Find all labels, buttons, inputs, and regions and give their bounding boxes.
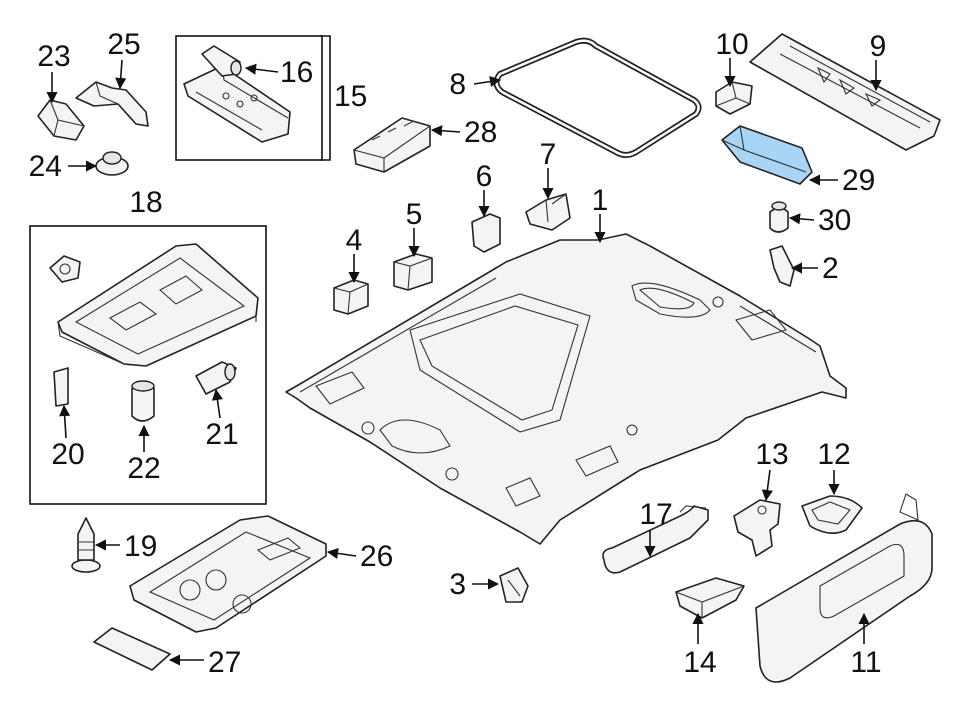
callout-3: 3 bbox=[449, 568, 466, 601]
bulb-16-part[interactable] bbox=[201, 45, 242, 77]
callout-16: 16 bbox=[280, 56, 313, 89]
visor-trim-part[interactable] bbox=[749, 33, 941, 151]
hook-13-part[interactable] bbox=[733, 499, 781, 557]
group-box-18 bbox=[29, 225, 267, 505]
clip-30-part[interactable] bbox=[769, 201, 789, 233]
callout-19: 19 bbox=[124, 530, 157, 563]
group-box-15 bbox=[175, 35, 323, 161]
tray-14-part[interactable] bbox=[675, 577, 745, 619]
pushpin-19-part[interactable] bbox=[71, 517, 101, 573]
callout-28: 28 bbox=[464, 116, 497, 149]
callout-12: 12 bbox=[817, 438, 850, 471]
callout-27: 27 bbox=[208, 646, 241, 679]
pad-5-part[interactable] bbox=[393, 253, 433, 291]
lamp-assembly-15-part[interactable] bbox=[183, 65, 291, 143]
pad-4-part[interactable] bbox=[333, 279, 369, 315]
callout-24: 24 bbox=[29, 150, 62, 183]
clip-10-part[interactable] bbox=[715, 81, 753, 115]
console-26-part[interactable] bbox=[129, 515, 327, 633]
callout-25: 25 bbox=[107, 28, 140, 61]
callout-4: 4 bbox=[346, 224, 363, 257]
callout-5: 5 bbox=[406, 198, 423, 231]
fastener-24-part[interactable] bbox=[95, 151, 129, 176]
callout-26: 26 bbox=[360, 540, 393, 573]
callout-14: 14 bbox=[683, 646, 716, 679]
leader-lines bbox=[46, 35, 882, 666]
callout-20: 20 bbox=[51, 438, 84, 471]
callout-21: 21 bbox=[205, 418, 238, 451]
callout-2: 2 bbox=[822, 252, 839, 285]
callout-23: 23 bbox=[37, 40, 70, 73]
callout-labels: 1 2 3 4 5 6 7 8 9 10 11 12 13 14 15 16 1… bbox=[29, 28, 887, 679]
clip-round-18-part[interactable] bbox=[49, 255, 81, 283]
connector-23-part[interactable] bbox=[37, 99, 85, 141]
callout-15: 15 bbox=[334, 80, 367, 113]
grab-handle-17-part[interactable] bbox=[602, 505, 709, 574]
clip-7-part[interactable] bbox=[525, 193, 571, 231]
pad-20-part[interactable] bbox=[53, 367, 69, 407]
clip-2-part[interactable] bbox=[769, 245, 795, 287]
cover-12-part[interactable] bbox=[801, 495, 863, 534]
pad-6-part[interactable] bbox=[471, 213, 501, 253]
bulb-21-part[interactable] bbox=[195, 361, 237, 395]
callout-8: 8 bbox=[449, 68, 466, 101]
sun-visor-11-part[interactable] bbox=[755, 493, 933, 683]
label-27-part[interactable] bbox=[93, 627, 171, 671]
headliner-part[interactable] bbox=[285, 233, 847, 545]
callout-6: 6 bbox=[476, 160, 493, 193]
lamp-28-part[interactable] bbox=[353, 117, 431, 173]
harness-25-part[interactable] bbox=[75, 81, 149, 127]
callout-17: 17 bbox=[639, 498, 672, 531]
callout-18: 18 bbox=[129, 186, 162, 219]
callout-9: 9 bbox=[870, 30, 887, 63]
sunroof-seal-part[interactable] bbox=[493, 37, 702, 158]
callout-1: 1 bbox=[592, 184, 609, 217]
callout-7: 7 bbox=[540, 138, 557, 171]
cap-22-part[interactable] bbox=[131, 380, 155, 422]
overhead-console-18-part[interactable] bbox=[57, 243, 259, 367]
callout-29: 29 bbox=[842, 164, 875, 197]
callout-11: 11 bbox=[850, 646, 881, 679]
callout-10: 10 bbox=[715, 28, 748, 61]
clip-3-part[interactable] bbox=[499, 567, 529, 603]
callout-13: 13 bbox=[755, 438, 788, 471]
callout-22: 22 bbox=[127, 452, 160, 485]
callout-30: 30 bbox=[818, 204, 851, 237]
highlighted-bracket-29-part[interactable] bbox=[721, 125, 813, 185]
